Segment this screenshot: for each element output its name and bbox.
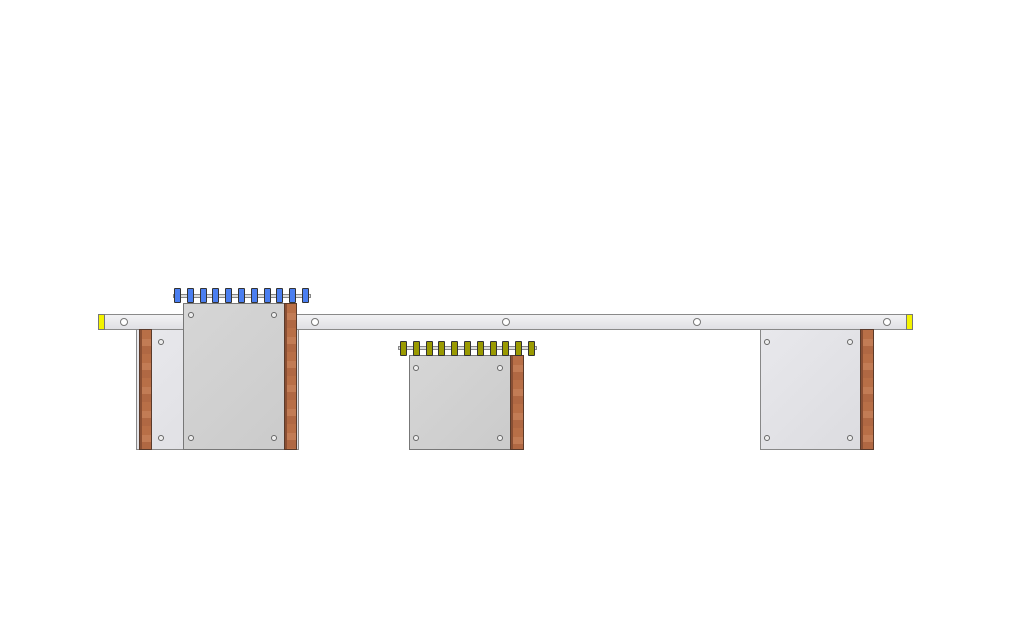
beam-hole [120,318,128,326]
olive-roller [502,341,510,356]
screw-icon [847,435,853,441]
olive-roller [464,341,471,356]
right-wood-strip [860,329,874,450]
blue-roller [289,288,297,303]
olive-roller [438,341,446,356]
blue-roller [302,288,309,303]
screw-icon [188,435,194,441]
blue-roller [186,288,194,303]
screw-icon [497,435,503,441]
beam-hole [883,318,891,326]
olive-roller [489,341,497,356]
beam-hole [311,318,319,326]
olive-roller [476,341,484,356]
beam-hole [502,318,510,326]
middle-panel [409,355,511,450]
left-wood-strip [139,329,152,450]
screw-icon [188,312,194,318]
end-cap-left [98,314,105,330]
screw-icon [847,339,853,345]
screw-icon [271,312,277,318]
olive-roller [425,341,433,356]
blue-roller [238,288,245,303]
left-front-panel [183,303,285,450]
screw-icon [158,339,164,345]
screw-icon [497,365,503,371]
middle-wood-strip [510,355,524,450]
screw-icon [271,435,277,441]
blue-roller [225,288,233,303]
screw-icon [158,435,164,441]
blue-roller [174,288,181,303]
beam-hole [693,318,701,326]
blue-roller [199,288,207,303]
screw-icon [413,365,419,371]
blue-roller [263,288,271,303]
olive-roller [528,341,535,356]
screw-icon [764,339,770,345]
olive-roller [515,341,523,356]
screw-icon [413,435,419,441]
blue-roller [212,288,220,303]
olive-roller [412,341,420,356]
left-wood-strip-2 [284,303,297,450]
blue-roller [250,288,258,303]
end-cap-right [906,314,913,330]
screw-icon [764,435,770,441]
blue-roller [276,288,284,303]
olive-roller [451,341,459,356]
olive-roller [400,341,407,356]
right-panel [760,329,861,450]
